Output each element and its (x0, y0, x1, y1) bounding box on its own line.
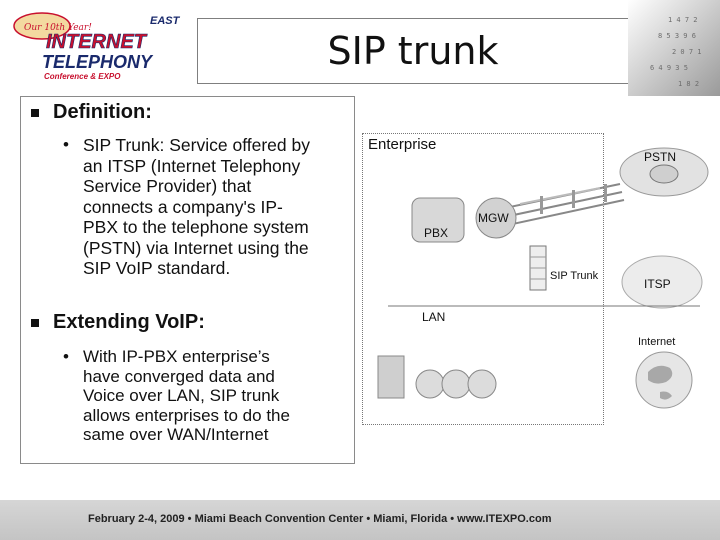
phone-device-icon (442, 370, 470, 398)
pstn-label: PSTN (644, 150, 676, 164)
section-heading-extending: Extending VoIP: (31, 311, 205, 334)
text-line: PBX to the telephone system (83, 217, 310, 238)
text-line: With IP-PBX enterprise’s (83, 347, 290, 367)
text-line: an ITSP (Internet Telephony (83, 156, 310, 177)
heading-text: Extending VoIP: (53, 311, 205, 334)
square-bullet-icon (31, 319, 39, 327)
text-line: SIP Trunk: Service offered by (83, 135, 310, 156)
itsp-label: ITSP (644, 277, 671, 291)
text-line: have converged data and (83, 367, 290, 387)
pbx-label: PBX (424, 226, 448, 240)
title-box: SIP trunk (197, 18, 629, 84)
logo-line2: TELEPHONY (42, 52, 154, 72)
text-line: Voice over LAN, SIP trunk (83, 386, 290, 406)
definition-paragraph: • SIP Trunk: Service offered by an ITSP … (83, 135, 310, 279)
text-line: same over WAN/Internet (83, 425, 290, 445)
section-heading-definition: Definition: (31, 101, 152, 124)
svg-text:2 0 7 1: 2 0 7 1 (672, 48, 702, 56)
logo-line3: Conference & EXPO (44, 72, 121, 81)
footer-bar: February 2-4, 2009 • Miami Beach Convent… (0, 500, 720, 540)
svg-text:1 4 7 2: 1 4 7 2 (668, 16, 698, 24)
server-icon (378, 356, 404, 398)
text-line: (PSTN) via Internet using the (83, 238, 310, 259)
itexpo-logo: Our 10th Year! EAST INTERNET TELEPHONY C… (4, 6, 190, 84)
firewall-icon (530, 246, 546, 290)
mgw-label: MGW (478, 211, 509, 225)
text-panel: Definition: • SIP Trunk: Service offered… (20, 96, 355, 464)
enterprise-label: Enterprise (368, 136, 436, 153)
logo-tag: EAST (150, 15, 181, 27)
lan-label: LAN (422, 310, 445, 324)
corner-decoration: 1 4 7 2 8 5 3 9 6 2 0 7 1 6 4 9 3 5 1 8 … (628, 0, 720, 96)
text-line: connects a company's IP- (83, 197, 310, 218)
phone-device-icon (416, 370, 444, 398)
logo-line1: INTERNET (46, 31, 148, 53)
square-bullet-icon (31, 109, 39, 117)
heading-text: Definition: (53, 101, 152, 124)
slide-title: SIP trunk (327, 29, 498, 73)
extending-paragraph: • With IP-PBX enterprise’s have converge… (83, 347, 290, 445)
bullet-dot-icon: • (63, 135, 69, 156)
text-line: SIP VoIP standard. (83, 258, 310, 279)
footer-text: February 2-4, 2009 • Miami Beach Convent… (88, 513, 551, 525)
text-line: allows enterprises to do the (83, 406, 290, 426)
text-line: Service Provider) that (83, 176, 310, 197)
svg-text:6 4 9 3 5: 6 4 9 3 5 (650, 64, 688, 72)
sip-trunk-label: SIP Trunk (550, 270, 598, 282)
internet-label: Internet (638, 336, 675, 348)
phone-device-icon (468, 370, 496, 398)
svg-text:8 5 3 9 6: 8 5 3 9 6 (658, 32, 696, 40)
phone-icon (650, 165, 678, 183)
svg-text:1 8 2: 1 8 2 (678, 80, 699, 88)
bullet-dot-icon: • (63, 347, 69, 367)
